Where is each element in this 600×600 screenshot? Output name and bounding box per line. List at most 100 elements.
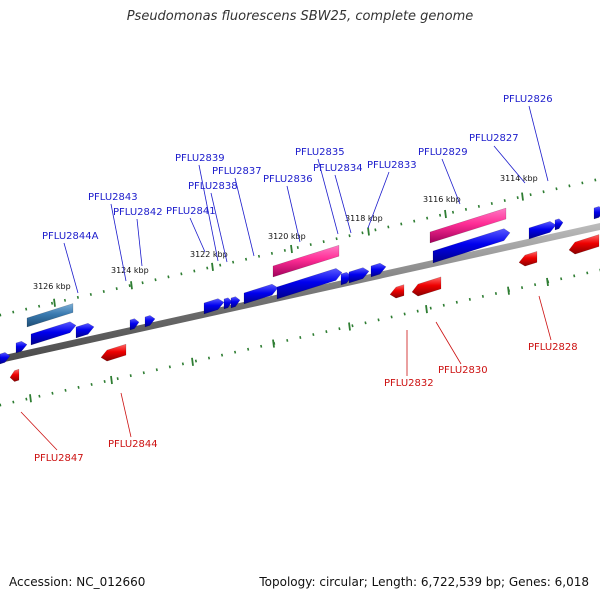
outer-minor-tick — [141, 281, 144, 285]
reverse-label-leader — [538, 295, 552, 341]
outer-minor-tick — [555, 187, 558, 191]
inner-minor-tick — [364, 321, 367, 325]
forward-gene-arrow — [15, 340, 28, 354]
scale-label: 3124 kbp — [111, 266, 149, 275]
inner-minor-tick — [494, 291, 498, 295]
forward-gene-arrow — [75, 322, 95, 339]
inner-minor-tick — [12, 400, 15, 404]
outer-minor-tick — [102, 290, 105, 294]
inner-minor-tick — [155, 368, 158, 372]
outer-minor-tick — [529, 193, 532, 197]
outer-minor-tick — [335, 237, 338, 241]
rna-feature-box — [429, 207, 507, 244]
outer-minor-tick — [426, 216, 429, 220]
backbone-line — [0, 223, 600, 363]
outer-minor-tick — [63, 298, 67, 302]
inner-major-tick — [191, 357, 194, 366]
forward-label-leader — [286, 185, 301, 243]
outer-minor-tick — [439, 213, 442, 217]
outer-minor-tick — [38, 304, 41, 308]
scale-label: 3118 kbp — [345, 214, 383, 223]
gene-labels: PFLU2826PFLU2827PFLU2829PFLU2833PFLU2834… — [34, 94, 578, 464]
outer-minor-tick — [451, 210, 455, 214]
reverse-label-leader — [120, 392, 132, 438]
outer-major-tick — [211, 262, 214, 272]
outer-major-tick — [130, 281, 133, 290]
reverse-gene-label: PFLU2832 — [384, 378, 434, 389]
inner-major-tick — [425, 305, 428, 314]
inner-minor-tick — [586, 271, 589, 275]
inner-tick-track — [0, 268, 600, 407]
forward-gene-label: PFLU2827 — [469, 133, 519, 144]
inner-minor-tick — [260, 344, 263, 348]
outer-major-tick — [290, 244, 293, 254]
outer-minor-tick — [361, 231, 364, 235]
forward-gene-arrow — [593, 206, 600, 220]
forward-label-leader — [234, 177, 255, 257]
forward-gene-arrow — [276, 268, 343, 300]
inner-minor-tick — [560, 277, 563, 281]
inner-minor-tick — [534, 283, 537, 287]
inner-minor-tick — [416, 309, 419, 313]
outer-minor-tick — [219, 263, 222, 267]
genome-stats-text: Topology: circular; Length: 6,722,539 bp… — [259, 575, 589, 589]
forward-label-leader — [189, 217, 206, 253]
forward-gene-label: PFLU2833 — [367, 160, 417, 171]
forward-label-leader — [110, 203, 127, 282]
inner-major-tick — [546, 277, 549, 287]
inner-major-tick — [272, 339, 275, 348]
reverse-gene-arrow — [518, 250, 538, 267]
outer-minor-tick — [387, 225, 390, 229]
scale-label: 3116 kbp — [423, 195, 461, 204]
outer-minor-tick — [400, 222, 403, 226]
inner-minor-tick — [442, 303, 445, 307]
label-leader-lines — [20, 105, 552, 451]
outer-minor-tick — [296, 246, 299, 249]
outer-minor-tick — [0, 313, 2, 317]
outer-minor-tick — [50, 301, 54, 305]
forward-gene-label: PFLU2835 — [295, 147, 345, 158]
outer-minor-tick — [76, 295, 79, 299]
forward-gene-arrow — [144, 315, 156, 328]
outer-minor-tick — [193, 269, 196, 273]
outer-minor-tick — [12, 310, 15, 314]
inner-minor-tick — [90, 382, 93, 386]
forward-gene-arrow — [528, 221, 557, 240]
inner-major-tick — [110, 375, 113, 385]
forward-gene-label: PFLU2844A — [42, 231, 99, 242]
forward-label-leader — [198, 164, 219, 262]
gene-features — [0, 206, 600, 382]
inner-minor-tick — [573, 274, 576, 278]
inner-minor-tick — [25, 397, 28, 401]
inner-minor-tick — [429, 306, 432, 310]
inner-minor-tick — [481, 294, 484, 298]
forward-label-leader — [528, 105, 549, 182]
forward-gene-arrow — [223, 297, 233, 310]
outer-minor-tick — [477, 204, 480, 208]
forward-label-leader — [367, 171, 390, 229]
inner-minor-tick — [351, 324, 354, 328]
outer-minor-tick — [154, 278, 157, 282]
forward-label-leader — [317, 158, 339, 235]
inner-minor-tick — [103, 380, 106, 384]
reverse-gene-arrow — [568, 234, 600, 255]
forward-gene-arrow — [554, 218, 564, 231]
inner-minor-tick — [338, 327, 341, 331]
outer-minor-tick — [206, 266, 209, 270]
genome-backbone — [0, 223, 600, 363]
forward-gene-label: PFLU2836 — [263, 174, 313, 185]
forward-label-leader — [210, 192, 228, 263]
outer-minor-tick — [115, 287, 118, 291]
accession-text: Accession: NC_012660 — [9, 575, 146, 589]
inner-minor-tick — [390, 315, 393, 319]
inner-minor-tick — [129, 374, 132, 378]
outer-minor-tick — [464, 207, 468, 211]
forward-gene-arrow — [243, 283, 279, 305]
outer-minor-tick — [25, 307, 28, 311]
reverse-gene-label: PFLU2830 — [438, 365, 488, 376]
forward-label-leader — [441, 158, 461, 205]
inner-minor-tick — [299, 336, 302, 339]
outer-minor-tick — [568, 184, 571, 188]
